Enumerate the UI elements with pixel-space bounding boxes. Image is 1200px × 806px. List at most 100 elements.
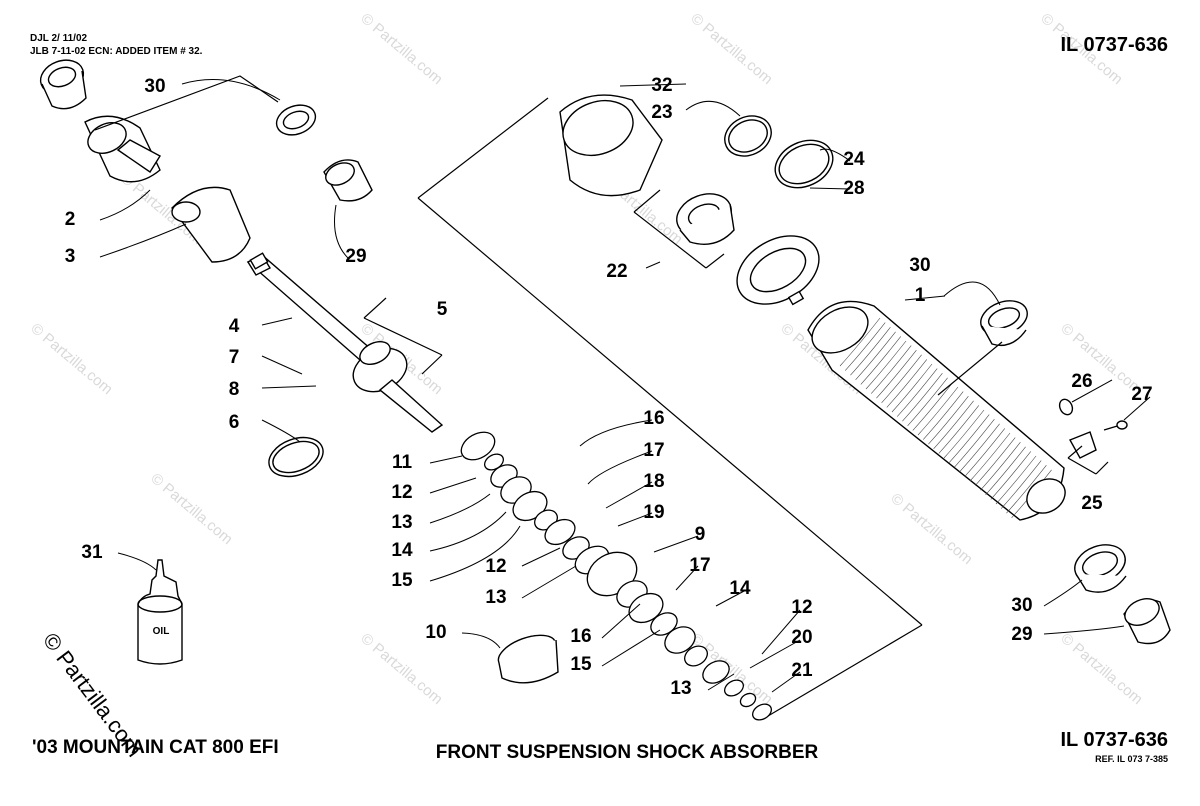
- thread-line: [985, 446, 1026, 496]
- leader-line: [261, 355, 303, 375]
- thread-line: [943, 409, 985, 459]
- shim-washer: [544, 518, 576, 546]
- leader-line: [429, 525, 521, 582]
- callout-12[interactable]: 12: [391, 482, 412, 503]
- callout-4[interactable]: 4: [229, 316, 240, 337]
- watermark-text: © Partzilla.com: [147, 470, 235, 548]
- thread-line: [928, 396, 969, 445]
- callout-30[interactable]: 30: [909, 255, 930, 276]
- eyelet-part-2: [84, 115, 161, 183]
- callout-29[interactable]: 29: [345, 246, 366, 267]
- callout-2[interactable]: 2: [65, 209, 76, 230]
- callout-19[interactable]: 19: [643, 502, 664, 523]
- callout-29[interactable]: 29: [1011, 624, 1032, 645]
- leader-line: [181, 79, 281, 101]
- leader-line: [605, 481, 653, 509]
- thread-line: [855, 331, 896, 381]
- thread-line: [896, 368, 938, 417]
- callout-16[interactable]: 16: [570, 626, 591, 647]
- callout-13[interactable]: 13: [485, 587, 506, 608]
- leader-line: [261, 419, 301, 443]
- leader-line: [749, 639, 801, 669]
- callout-1[interactable]: 1: [915, 285, 926, 306]
- thread-line: [933, 400, 974, 450]
- callout-13[interactable]: 13: [391, 512, 412, 533]
- oil-bottle-label: OIL: [153, 626, 170, 637]
- leader-line: [587, 450, 653, 485]
- callout-28[interactable]: 28: [843, 178, 864, 199]
- callout-14[interactable]: 14: [391, 540, 413, 561]
- callout-30[interactable]: 30: [1011, 595, 1032, 616]
- leader-line: [617, 512, 653, 527]
- shim-washer: [724, 679, 744, 697]
- callout-5[interactable]: 5: [437, 299, 448, 320]
- thread-line: [886, 359, 928, 408]
- leader-line: [461, 632, 501, 649]
- shim-washer: [664, 626, 696, 654]
- illustration-id-top: IL 0737-636: [1061, 34, 1169, 56]
- leader-line: [521, 565, 577, 599]
- callout-26[interactable]: 26: [1071, 371, 1092, 392]
- callout-18[interactable]: 18: [643, 471, 664, 492]
- thread-line: [922, 391, 964, 440]
- thread-line: [995, 455, 1037, 505]
- watermark-text: © Partzilla.com: [357, 10, 445, 88]
- thread-line: [974, 437, 1016, 486]
- illustration-id-bottom: IL 0737-636: [1061, 729, 1169, 751]
- callout-3[interactable]: 3: [65, 246, 76, 267]
- leader-line: [675, 565, 699, 591]
- leader-line: [1123, 396, 1151, 421]
- callout-11[interactable]: 11: [392, 452, 413, 473]
- callout-7[interactable]: 7: [229, 347, 240, 368]
- leader-line: [685, 100, 741, 117]
- callout-14[interactable]: 14: [729, 578, 751, 599]
- diagram-title: FRONT SUSPENSION SHOCK ABSORBER: [436, 742, 819, 763]
- callout-30[interactable]: 30: [144, 76, 165, 97]
- wear-band-part-10: [497, 634, 559, 684]
- watermark-text: © Partzilla.com: [887, 490, 975, 568]
- leader-line: [261, 385, 317, 389]
- callout-8[interactable]: 8: [229, 379, 240, 400]
- callout-12[interactable]: 12: [485, 556, 506, 577]
- thread-line: [907, 377, 948, 427]
- shim-washer: [460, 431, 496, 461]
- callout-17[interactable]: 17: [643, 440, 664, 461]
- callout-15[interactable]: 15: [391, 570, 413, 591]
- leader-line: [429, 493, 491, 524]
- callout-20[interactable]: 20: [791, 627, 812, 648]
- callout-9[interactable]: 9: [695, 524, 706, 545]
- leader-line: [579, 419, 653, 447]
- callout-21[interactable]: 21: [791, 660, 813, 681]
- callout-23[interactable]: 23: [651, 102, 672, 123]
- callout-24[interactable]: 24: [843, 149, 865, 170]
- callout-12[interactable]: 12: [791, 597, 812, 618]
- callout-15[interactable]: 15: [570, 654, 592, 675]
- thread-line: [891, 363, 933, 413]
- body-eyelet: [1026, 478, 1066, 514]
- thread-line: [902, 373, 943, 422]
- callout-31[interactable]: 31: [81, 542, 103, 563]
- callout-27[interactable]: 27: [1131, 384, 1152, 405]
- leader-line: [334, 204, 349, 259]
- leader-line: [601, 629, 661, 667]
- thread-line: [959, 423, 1000, 473]
- spacer-part-29-lower: [1123, 598, 1171, 645]
- callout-16[interactable]: 16: [643, 408, 664, 429]
- leader-line: [761, 609, 801, 655]
- callout-6[interactable]: 6: [229, 412, 240, 433]
- callout-25[interactable]: 25: [1081, 493, 1103, 514]
- shock-body-part-1: [807, 300, 1065, 521]
- leader-line: [771, 671, 801, 693]
- callout-13[interactable]: 13: [670, 678, 691, 699]
- callout-10[interactable]: 10: [425, 622, 446, 643]
- callout-32[interactable]: 32: [651, 75, 672, 96]
- callout-22[interactable]: 22: [606, 261, 627, 282]
- thread-line: [954, 419, 995, 468]
- thread-line: [860, 336, 902, 385]
- thread-line: [876, 350, 917, 399]
- thread-line: [938, 405, 980, 454]
- callout-17[interactable]: 17: [689, 555, 710, 576]
- leader-line: [1043, 579, 1083, 607]
